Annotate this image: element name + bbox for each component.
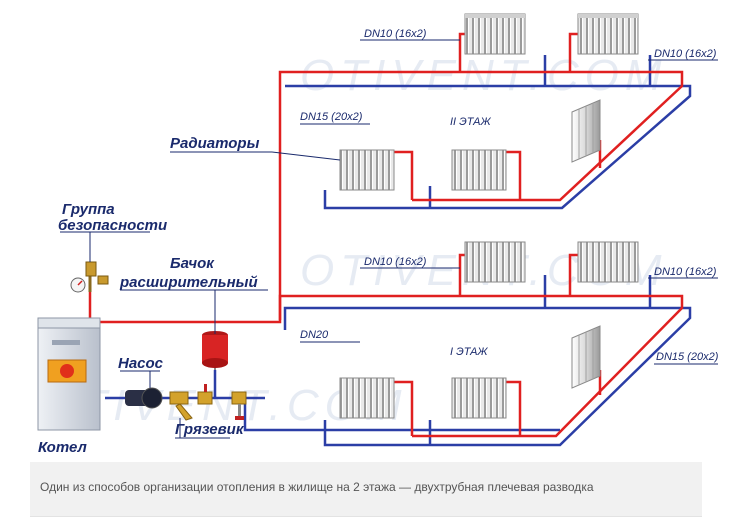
label-dn10-upper-right: DN10 (16x2) xyxy=(654,48,717,60)
radiator-angled xyxy=(571,325,601,389)
radiator xyxy=(464,241,526,283)
radiator xyxy=(451,149,507,191)
label-dn15-lower: DN15 (20x2) xyxy=(656,351,719,363)
caption-bar: Один из способов организации отопления в… xyxy=(30,462,702,517)
radiator xyxy=(339,149,395,191)
label-dn10-upper-left: DN10 (16x2) xyxy=(364,28,427,40)
label-dn20: DN20 xyxy=(300,329,329,341)
safety-group xyxy=(70,261,109,293)
image-caption: Один из способов организации отопления в… xyxy=(40,480,594,494)
radiator-angled xyxy=(571,99,601,163)
watermark: OTIVENT.COM xyxy=(300,51,668,100)
label-pump: Насос xyxy=(118,355,164,372)
label-dn10-lower-right: DN10 (16x2) xyxy=(654,266,717,278)
radiator xyxy=(464,13,526,55)
heating-diagram: OTIVENT.COM OTIVENT.COM OTIVENT.COM xyxy=(37,13,719,456)
label-safety-group-1: Группа xyxy=(62,201,115,218)
label-safety-group-2: безопасности xyxy=(58,217,167,234)
boiler xyxy=(37,317,101,431)
floor1-return-pipes xyxy=(243,275,692,447)
label-dn15-upper: DN15 (20x2) xyxy=(300,111,363,123)
label-floor2: II ЭТАЖ xyxy=(450,116,491,128)
pointer-lines xyxy=(60,39,718,439)
pump xyxy=(125,387,163,409)
expansion-tank xyxy=(202,331,228,370)
radiator xyxy=(451,377,507,419)
label-floor1: I ЭТАЖ xyxy=(450,346,488,358)
label-radiators: Радиаторы xyxy=(170,135,260,152)
label-tank-1: Бачок xyxy=(170,255,215,272)
radiator xyxy=(339,377,395,419)
strainer xyxy=(169,384,247,421)
label-boiler: Котел xyxy=(38,439,87,456)
radiator xyxy=(577,241,639,283)
radiator xyxy=(577,13,639,55)
label-strainer: Грязевик xyxy=(175,421,245,438)
label-tank-2: расширительный xyxy=(119,274,258,291)
label-dn10-lower-left: DN10 (16x2) xyxy=(364,256,427,268)
